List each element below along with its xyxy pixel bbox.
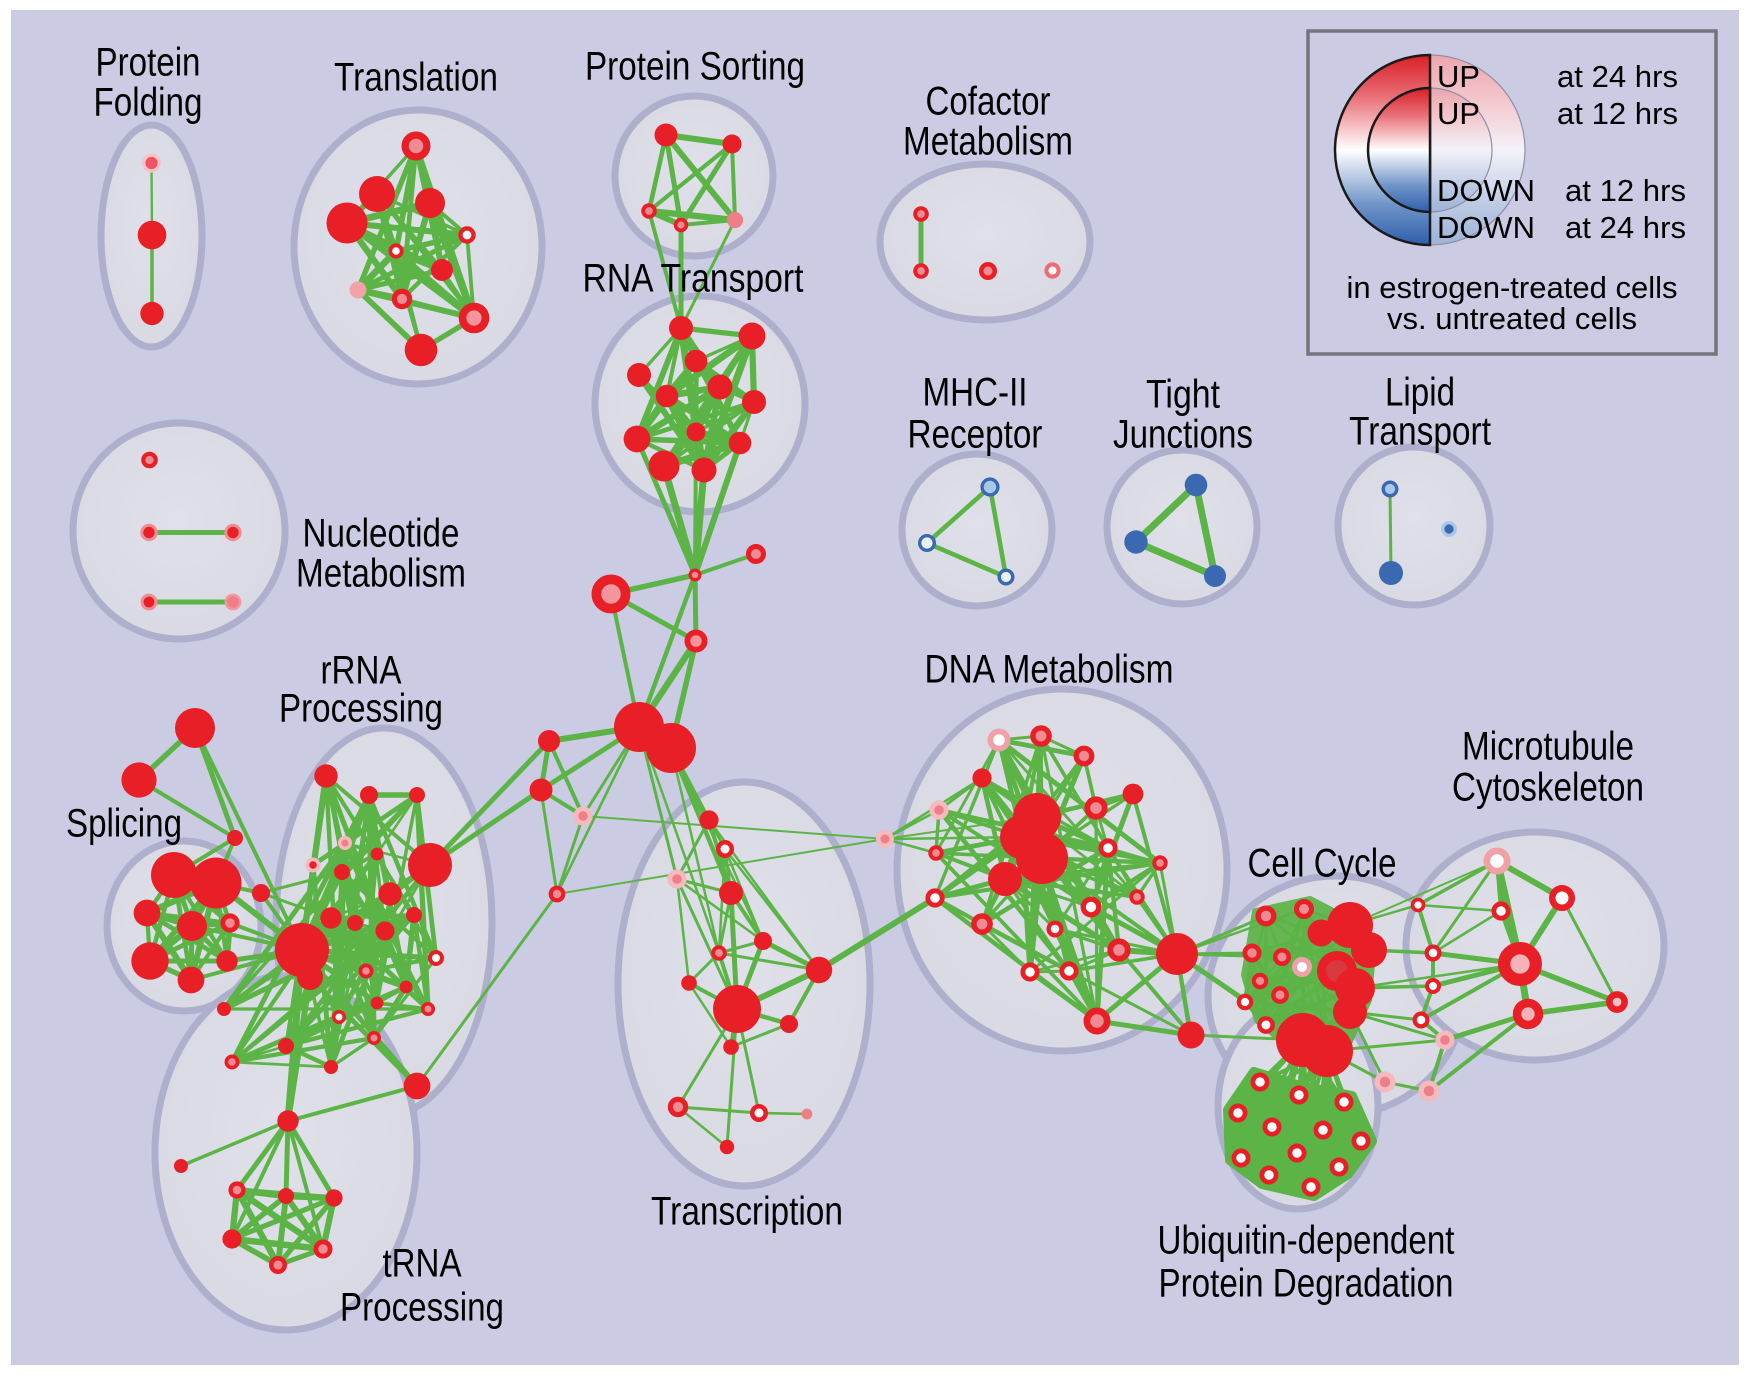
svg-text:Splicing: Splicing — [66, 801, 182, 845]
svg-text:Transport: Transport — [1349, 409, 1491, 453]
svg-text:Ubiquitin-dependent: Ubiquitin-dependent — [1158, 1218, 1455, 1262]
svg-text:Cytoskeleton: Cytoskeleton — [1452, 765, 1644, 809]
svg-text:Lipid: Lipid — [1385, 370, 1455, 414]
svg-text:vs. untreated cells: vs. untreated cells — [1387, 301, 1637, 336]
svg-text:Transcription: Transcription — [651, 1189, 843, 1233]
svg-text:Processing: Processing — [279, 686, 443, 730]
svg-text:Junctions: Junctions — [1113, 412, 1253, 456]
svg-text:at 12 hrs: at 12 hrs — [1565, 173, 1686, 208]
svg-text:DOWN: DOWN — [1437, 210, 1535, 245]
svg-text:Nucleotide: Nucleotide — [303, 511, 460, 555]
svg-text:DNA Metabolism: DNA Metabolism — [925, 647, 1174, 691]
svg-text:at 12 hrs: at 12 hrs — [1557, 96, 1678, 131]
svg-text:Processing: Processing — [340, 1285, 504, 1329]
svg-text:Protein: Protein — [96, 40, 201, 84]
svg-text:Receptor: Receptor — [908, 412, 1043, 456]
svg-text:Translation: Translation — [334, 55, 498, 99]
svg-text:tRNA: tRNA — [383, 1241, 462, 1285]
svg-text:Metabolism: Metabolism — [903, 119, 1073, 163]
svg-text:at 24 hrs: at 24 hrs — [1565, 210, 1686, 245]
svg-text:in estrogen-treated cells: in estrogen-treated cells — [1347, 270, 1678, 305]
svg-text:DOWN: DOWN — [1437, 173, 1535, 208]
svg-text:UP: UP — [1437, 96, 1480, 131]
svg-text:Protein Degradation: Protein Degradation — [1159, 1261, 1454, 1305]
svg-text:Cofactor: Cofactor — [926, 79, 1051, 123]
svg-text:Tight: Tight — [1146, 372, 1220, 416]
svg-text:Folding: Folding — [94, 80, 203, 124]
svg-text:MHC-II: MHC-II — [923, 370, 1028, 414]
svg-text:UP: UP — [1437, 59, 1480, 94]
svg-text:rRNA: rRNA — [321, 648, 402, 692]
svg-text:Protein Sorting: Protein Sorting — [585, 44, 805, 88]
svg-text:at 24 hrs: at 24 hrs — [1557, 59, 1678, 94]
svg-text:Metabolism: Metabolism — [296, 551, 466, 595]
svg-text:Cell Cycle: Cell Cycle — [1248, 841, 1397, 885]
svg-text:Microtubule: Microtubule — [1462, 724, 1634, 768]
svg-text:RNA Transport: RNA Transport — [583, 256, 804, 300]
